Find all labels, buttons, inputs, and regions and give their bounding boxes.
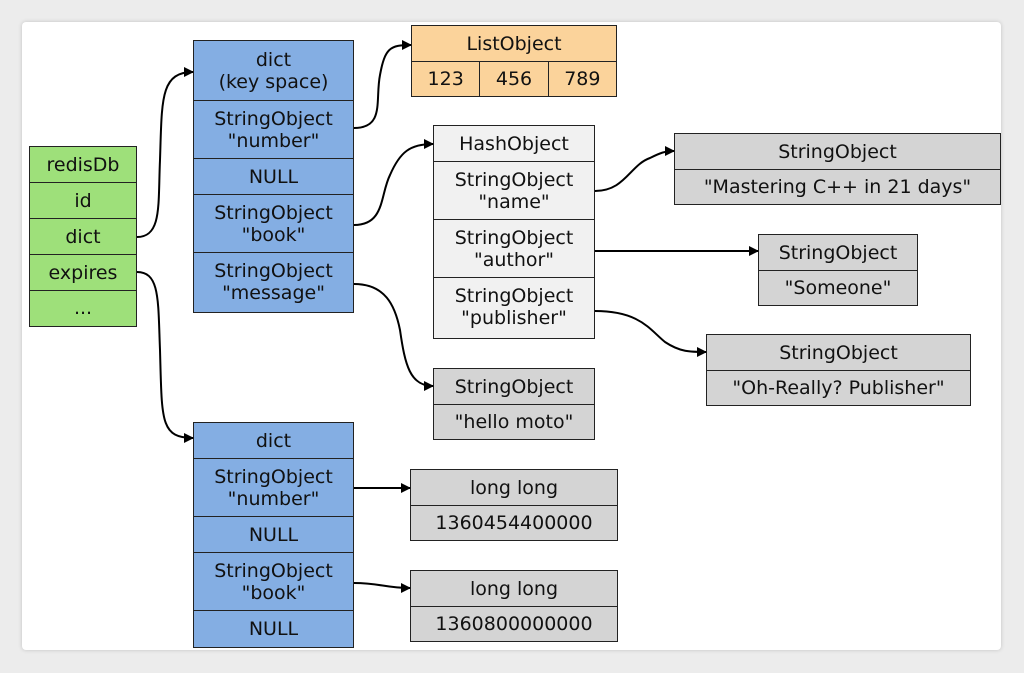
list-item: 123: [412, 62, 481, 96]
list-object-items: 123 456 789: [412, 62, 616, 96]
string-object-header: StringObject: [675, 134, 1000, 170]
edge-expires-book-to-long: [353, 582, 411, 593]
entry-type: StringObject: [454, 285, 574, 307]
string-object-value: "Someone": [784, 277, 892, 299]
entry-type: StringObject: [214, 107, 333, 130]
entry-key: "number": [227, 129, 320, 152]
expires-entry-null: NULL: [194, 517, 353, 553]
redisdb-field-more: ...: [73, 297, 93, 319]
expires-dict-header: dict: [194, 423, 353, 459]
hash-object: HashObject StringObject "name" StringObj…: [433, 125, 595, 339]
edge-number-to-list: [353, 40, 412, 129]
string-object-name-value: StringObject "Mastering C++ in 21 days": [674, 133, 1001, 205]
list-item: 456: [480, 62, 549, 96]
entry-key: "publisher": [461, 307, 567, 329]
entry-key: "author": [473, 248, 555, 271]
string-object-message-value: StringObject "hello moto": [433, 368, 595, 440]
long-long-value: 1360800000000: [435, 613, 593, 635]
edge-publisher-to-value: [594, 310, 707, 357]
string-object-header: StringObject: [707, 335, 970, 371]
redisdb-field-id: id: [30, 183, 136, 219]
string-object-header: StringObject: [434, 369, 594, 405]
entry-type: StringObject: [214, 260, 333, 282]
edge-message-to-string: [353, 283, 434, 391]
edge-name-to-value: [594, 146, 675, 192]
entry-key: "name": [478, 190, 550, 213]
string-object-author-value: StringObject "Someone": [758, 234, 918, 306]
edge-book-to-hash: [353, 139, 434, 226]
long-long-header: long long: [411, 571, 617, 607]
expires-dict: dict StringObject "number" NULL StringOb…: [193, 422, 354, 648]
string-object-value: "hello moto": [454, 411, 574, 433]
hash-entry-publisher: StringObject "publisher": [434, 278, 594, 336]
string-object-value: "Mastering C++ in 21 days": [703, 176, 972, 198]
redisdb-field-expires: expires: [30, 255, 136, 291]
entry-type: StringObject: [214, 559, 333, 582]
keyspace-entry-number: StringObject "number": [194, 101, 353, 159]
redisdb-title: redisDb: [30, 147, 136, 183]
list-object-header: ListObject: [412, 26, 616, 62]
string-object-header: StringObject: [759, 235, 917, 271]
keyspace-header-line2: (key space): [218, 70, 329, 93]
entry-type: StringObject: [454, 168, 574, 191]
entry-key: "book": [241, 581, 306, 604]
long-long-value: 1360454400000: [435, 512, 593, 534]
entry-type: StringObject: [454, 226, 574, 249]
keyspace-entry-message: StringObject "message": [194, 253, 353, 311]
keyspace-entry-null: NULL: [194, 159, 353, 195]
long-long-number: long long 1360454400000: [410, 469, 618, 541]
entry-key: "book": [241, 223, 306, 246]
hash-entry-author: StringObject "author": [434, 220, 594, 278]
expires-entry-book: StringObject "book": [194, 553, 353, 611]
long-long-book: long long 1360800000000: [410, 570, 618, 642]
list-item: 789: [564, 68, 601, 90]
keyspace-entry-book: StringObject "book": [194, 195, 353, 253]
entry-key: "number": [227, 487, 320, 510]
redisdb-struct: redisDb id dict expires ...: [29, 146, 137, 327]
edge-expires-to-dict: [136, 271, 194, 443]
hash-object-header: HashObject: [434, 126, 594, 162]
keyspace-header: dict (key space): [194, 41, 353, 101]
entry-type: StringObject: [214, 201, 333, 224]
keyspace-header-line1: dict: [255, 48, 292, 71]
string-object-publisher-value: StringObject "Oh-Really? Publisher": [706, 334, 971, 406]
hash-entry-name: StringObject "name": [434, 162, 594, 220]
edge-dict-to-keyspace: [136, 67, 194, 238]
entry-type: StringObject: [214, 465, 333, 488]
expires-entry-number: StringObject "number": [194, 459, 353, 517]
long-long-header: long long: [411, 470, 617, 506]
list-object: ListObject 123 456 789: [411, 25, 617, 97]
expires-entry-null: NULL: [248, 617, 299, 640]
entry-key: "message": [222, 282, 325, 304]
string-object-value: "Oh-Really? Publisher": [732, 377, 945, 399]
keyspace-dict: dict (key space) StringObject "number" N…: [193, 40, 354, 313]
redisdb-field-dict: dict: [30, 219, 136, 255]
